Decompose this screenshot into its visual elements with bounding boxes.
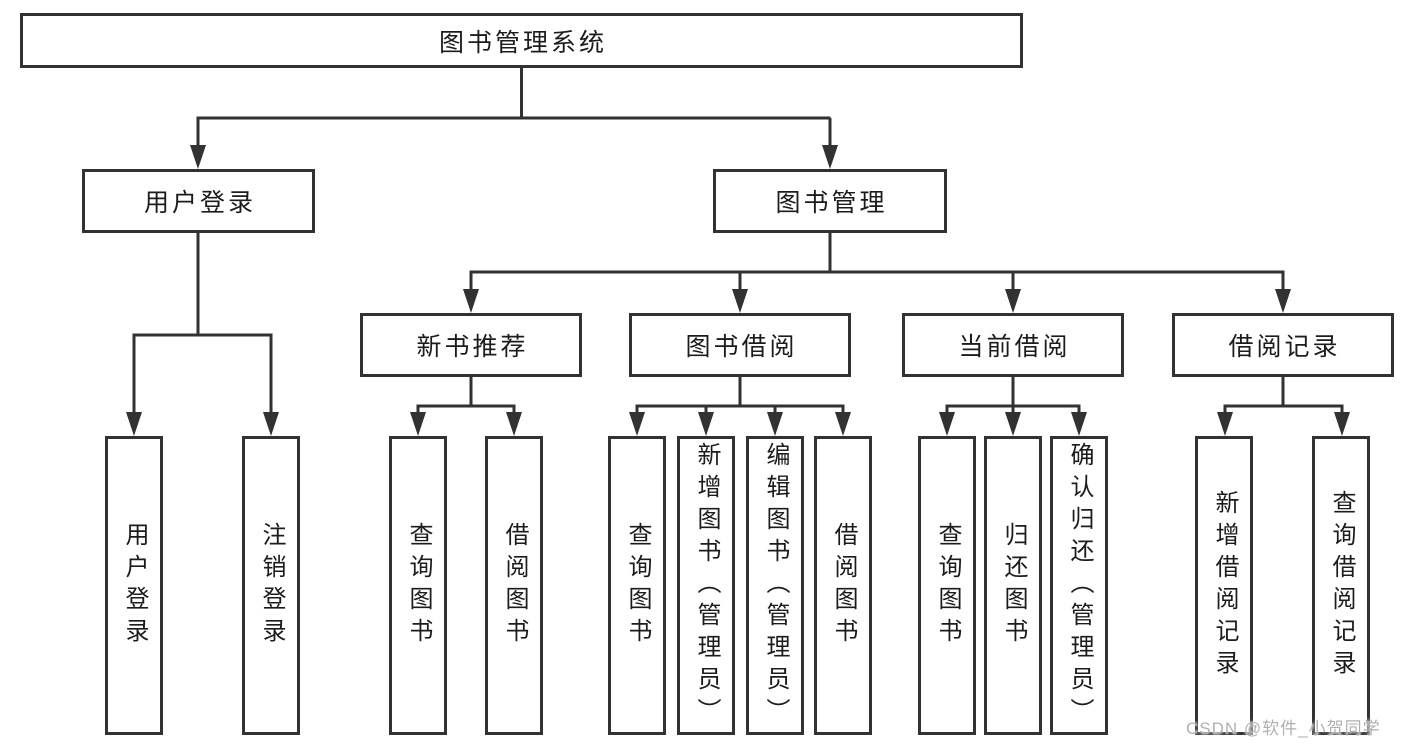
leaf-user-login-action: 用户登录 xyxy=(105,436,163,735)
leaf-current-confirm-return-admin: 确认归还（管理员） xyxy=(1050,436,1108,735)
leaf-current-return-book: 归还图书 xyxy=(984,436,1042,735)
leaf-borrowing-edit-book-admin: 编辑图书（管理员） xyxy=(746,436,804,735)
arrowheads xyxy=(126,145,1350,436)
node-root-system: 图书管理系统 xyxy=(20,13,1023,68)
leaf-current-query-book: 查询图书 xyxy=(918,436,976,735)
leaf-newbook-borrow-book: 借阅图书 xyxy=(485,436,543,735)
leaf-borrowing-query-book: 查询图书 xyxy=(608,436,666,735)
leaf-borrowing-add-book-admin: 新增图书（管理员） xyxy=(677,436,735,735)
node-current-borrowing: 当前借阅 xyxy=(902,313,1124,377)
connector-strokes xyxy=(132,68,1344,413)
node-user-login: 用户登录 xyxy=(82,169,315,233)
leaf-newbook-query-book: 查询图书 xyxy=(389,436,447,735)
node-borrowing-records: 借阅记录 xyxy=(1172,313,1394,377)
leaf-records-query-record: 查询借阅记录 xyxy=(1312,436,1370,735)
leaf-logout: 注销登录 xyxy=(242,436,300,735)
leaf-records-add-record: 新增借阅记录 xyxy=(1195,436,1253,735)
csdn-watermark: CSDN @软件_小贺同学 xyxy=(1186,719,1381,738)
node-new-book-recommend: 新书推荐 xyxy=(360,313,582,377)
node-book-management: 图书管理 xyxy=(713,169,947,233)
leaf-borrowing-borrow-book: 借阅图书 xyxy=(814,436,872,735)
node-book-borrowing: 图书借阅 xyxy=(629,313,851,377)
